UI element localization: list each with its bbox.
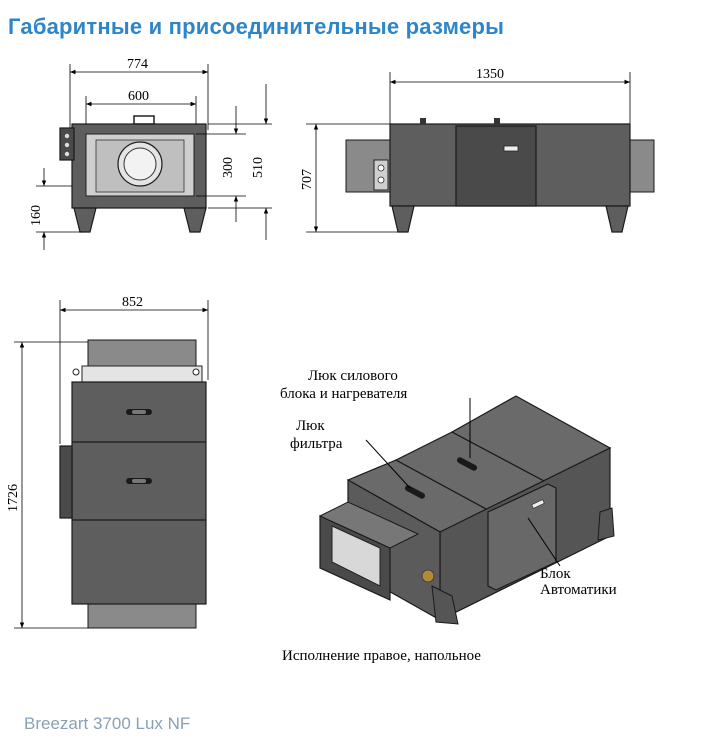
product-model: Breezart 3700 Lux NF xyxy=(24,714,191,733)
callout-automation-line2: Автоматики xyxy=(540,582,617,598)
dim-front-leg-height: 160 xyxy=(29,205,44,226)
dim-side-height: 707 xyxy=(300,169,315,190)
page-title: Габаритные и присоединительные размеры xyxy=(8,14,505,39)
isometric-view xyxy=(318,395,615,625)
dim-front-duct-height: 300 xyxy=(221,157,236,178)
side-view: 1350 707 xyxy=(300,67,655,233)
dim-front-duct-width: 600 xyxy=(128,89,149,104)
callout-filter-hatch-line2: фильтра xyxy=(290,436,343,452)
front-view: 774 600 300 510 xyxy=(29,57,272,250)
callout-power-hatch-line1: Люк силового xyxy=(308,368,398,384)
top-view: 852 1726 xyxy=(6,295,209,629)
top-body xyxy=(71,381,207,605)
dim-top-width: 852 xyxy=(122,295,143,310)
dim-top-length: 1726 xyxy=(6,484,21,512)
callout-automation-line1: Блок xyxy=(540,566,571,582)
dim-side-length: 1350 xyxy=(476,67,504,82)
dim-front-body-height: 510 xyxy=(251,157,266,178)
callout-filter-hatch-line1: Люк xyxy=(296,418,325,434)
dim-front-width: 774 xyxy=(127,57,148,72)
drawing-caption: Исполнение правое, напольное xyxy=(282,648,481,664)
callout-power-hatch-line2: блока и нагревателя xyxy=(280,386,407,402)
